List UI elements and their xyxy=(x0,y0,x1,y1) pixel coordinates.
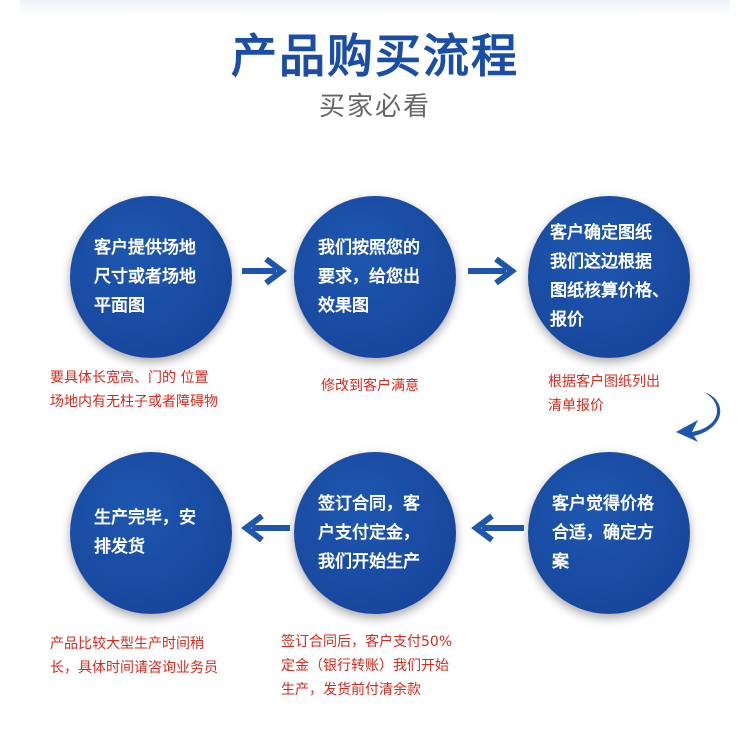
step-2-circle: 我们按照您的 要求，给您出 效果图 xyxy=(294,196,456,358)
step-2-text: 我们按照您的 要求，给您出 效果图 xyxy=(318,237,420,316)
step-3-text: 客户确定图纸 我们这边根据 图纸核算价格、 报价 xyxy=(550,223,669,330)
arrow-right-icon xyxy=(242,256,287,286)
step-1-note: 要具体长宽高、门的 位置 场地内有无柱子或者障碍物 xyxy=(50,370,218,410)
step-5-text: 签订合同，客 户支付定金， 我们开始生产 xyxy=(318,493,420,572)
step-2-note: 修改到客户满意 xyxy=(321,378,419,394)
arrow-right-icon xyxy=(468,256,517,286)
step-5-note: 签订合同后，客户支付50% 定金（银行转账）我们开始 生产，发货前付清余款 xyxy=(281,634,453,698)
step-1-circle: 客户提供场地 尺寸或者场地 平面图 xyxy=(70,196,232,358)
step-4-circle: 客户觉得价格 合适，确定方 案 xyxy=(528,452,690,614)
page-title: 产品购买流程 xyxy=(231,29,519,83)
top-decor-strip xyxy=(20,0,730,16)
page-subtitle: 买家必看 xyxy=(318,92,431,122)
arrow-left-icon xyxy=(241,513,290,543)
step-5-circle: 签订合同，客 户支付定金， 我们开始生产 xyxy=(294,452,456,614)
curved-arrow-down-icon xyxy=(676,392,721,442)
step-6-circle: 生产完毕，安 排发货 xyxy=(70,452,232,614)
step-6-note: 产品比较大型生产时间稍 长，具体时间请咨询业务员 xyxy=(50,636,218,676)
step-4-text: 客户觉得价格 合适，确定方 案 xyxy=(552,493,654,572)
arrow-left-icon xyxy=(471,513,524,543)
step-6-text: 生产完毕，安 排发货 xyxy=(94,508,196,557)
step-1-text: 客户提供场地 尺寸或者场地 平面图 xyxy=(94,237,196,316)
step-3-circle: 客户确定图纸 我们这边根据 图纸核算价格、 报价 xyxy=(528,196,690,358)
step-3-note: 根据客户图纸列出 清单报价 xyxy=(548,374,660,414)
